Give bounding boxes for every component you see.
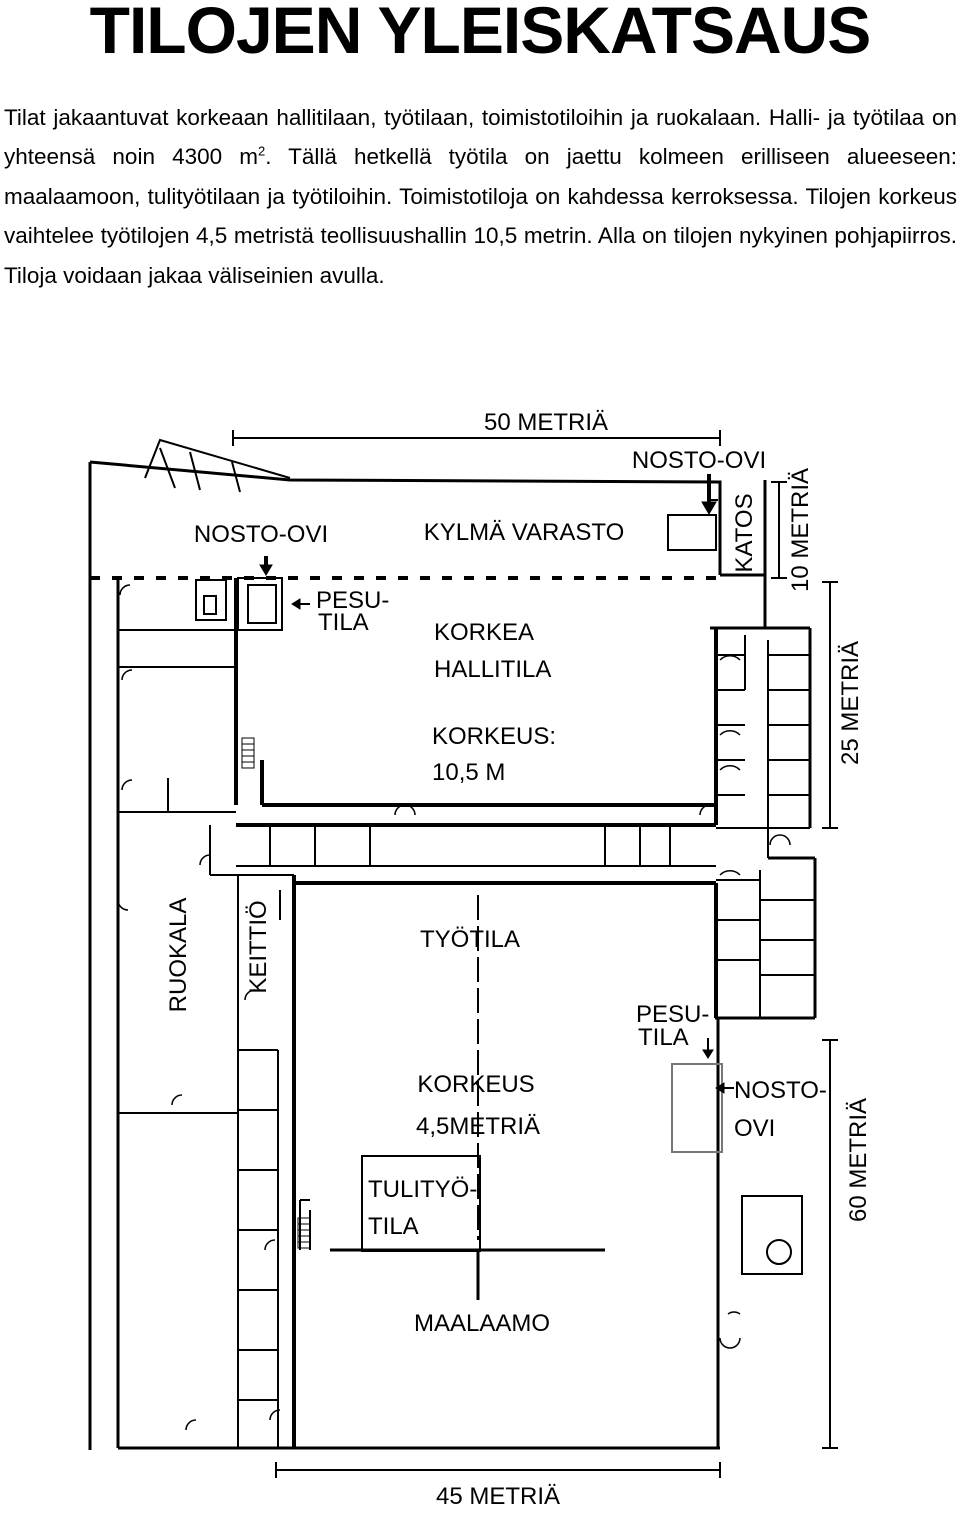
intro-paragraph: Tilat jakaantuvat korkeaan hallitilaan, … (4, 98, 957, 295)
label-nosto-ovi-top: NOSTO-OVI (632, 447, 766, 474)
label-nosto-right-2: OVI (734, 1115, 775, 1142)
dimension-right-top-label: 10 METRIÄ (787, 468, 814, 592)
outer-walls (88, 460, 817, 1450)
intro-text-1: Tilat jakaantuvat korkeaan hallitilaan, … (4, 105, 957, 170)
dimension-bottom-label: 45 METRIÄ (436, 1483, 560, 1510)
label-katos: KATOS (731, 493, 758, 572)
stairs (241, 737, 311, 1249)
right-offices (714, 635, 815, 1018)
label-maalaamo: MAALAAMO (414, 1310, 550, 1337)
dimension-lines (232, 430, 838, 1478)
label-pesu-top-1: PESU- (316, 587, 389, 614)
dimension-right-bottom-label: 60 METRIÄ (845, 1098, 872, 1222)
arrows (259, 474, 734, 1094)
label-ruokala: RUOKALA (165, 898, 192, 1013)
label-nosto-right-1: NOSTO- (734, 1077, 827, 1104)
intro-superscript: 2 (257, 143, 266, 159)
left-rooms (116, 578, 296, 1448)
label-korkea-2: HALLITILA (434, 656, 551, 683)
dimension-top-label: 50 METRIÄ (484, 409, 608, 436)
label-pesu-right-2: TILA (638, 1024, 689, 1051)
floor-plan: 50 METRIÄ 45 METRIÄ 10 METRIÄ 25 METRIÄ … (88, 409, 872, 1510)
annex (144, 438, 291, 493)
floor-plan-labels: 50 METRIÄ 45 METRIÄ 10 METRIÄ 25 METRIÄ … (165, 409, 872, 1510)
label-tulityo-1: TULITYÖ- (368, 1176, 477, 1203)
label-nosto-ovi-left: NOSTO-OVI (194, 521, 328, 548)
equipment (195, 499, 803, 1275)
label-tyotila: TYÖTILA (420, 926, 520, 953)
label-tulityo-2: TILA (368, 1213, 419, 1240)
label-korkeus-2: 10,5 M (432, 759, 505, 786)
corridor-offices (236, 825, 716, 885)
label-korkeus45-1: KORKEUS (417, 1071, 534, 1098)
label-pesu-top-2: TILA (318, 609, 369, 636)
label-korkea-1: KORKEA (434, 619, 534, 646)
label-korkeus-1: KORKEUS: (432, 723, 556, 750)
hall-walls (90, 576, 720, 827)
dimension-right-middle-label: 25 METRIÄ (837, 641, 864, 765)
door-swings (117, 584, 791, 1431)
label-pesu-right-1: PESU- (636, 1001, 709, 1028)
label-keittio: KEITTIÖ (245, 900, 272, 993)
label-korkeus45-2: 4,5METRIÄ (416, 1113, 540, 1140)
intro-text-2: . Tällä hetkellä työtila on jaettu kolme… (4, 144, 957, 288)
label-kylma-varasto: KYLMÄ VARASTO (424, 519, 625, 546)
page-title: TILOJEN YLEISKATSAUS (89, 0, 872, 67)
